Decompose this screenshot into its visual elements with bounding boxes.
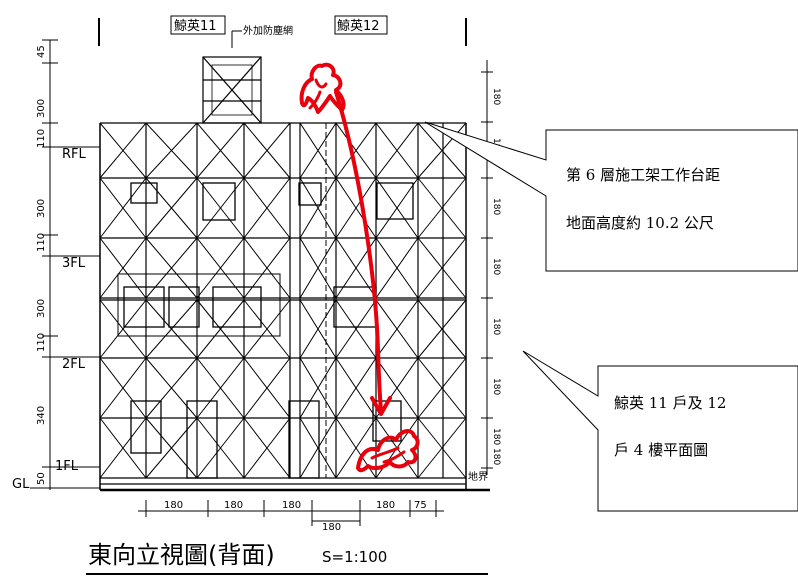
level-labels: RFL 3FL 2FL 1FL GL (12, 147, 87, 492)
level-1fl: 1FL (55, 459, 79, 474)
dim-left-1: 45 (36, 45, 47, 58)
dim-bottom-2: 180 (224, 500, 243, 511)
dim-right-8: 180 (491, 448, 501, 465)
dim-right-5: 180 (491, 318, 501, 335)
dim-left-4: 300 (36, 199, 47, 218)
building-windows (117, 182, 414, 479)
dim-bottom-5: 75 (414, 500, 427, 511)
level-2fl: 2FL (62, 357, 86, 372)
top-labels: 鯨英11 外加防塵網 鯨英12 (98, 15, 467, 48)
dim-left-9: 50 (36, 472, 47, 485)
level-markers (30, 146, 100, 489)
scaffold-grid (99, 122, 467, 490)
drop-line (334, 90, 383, 412)
red-annotation (299, 62, 420, 473)
dim-right-6: 180 (491, 378, 501, 395)
dim-bottom-3: 180 (282, 500, 301, 511)
dim-right-1: 180 (491, 88, 501, 105)
unit-11-label: 鯨英11 (174, 19, 217, 34)
level-rfl: RFL (62, 147, 87, 162)
dim-left-3: 110 (36, 129, 47, 148)
ground-lines (100, 483, 490, 492)
callout-lower-line1: 鯨英 11 戶及 12 (614, 394, 726, 412)
bottom-dimension-labels: 180 180 180 180 75 180 (164, 500, 427, 533)
unit-12-label: 鯨英12 (337, 19, 380, 34)
dust-net-note: 外加防塵網 (243, 24, 293, 37)
dim-bottom-sub: 180 (322, 522, 341, 533)
rooftop-tower (202, 56, 262, 124)
level-gl: GL (12, 477, 30, 492)
title-text: 東向立視圖(背面) (88, 541, 275, 569)
callout-upper: 第 6 層施工架工作台距 地面高度約 10.2 公尺 (424, 121, 798, 272)
dim-right-7: 180 (491, 428, 501, 445)
callout-lower: 鯨英 11 戶及 12 戶 4 樓平面圖 (522, 350, 798, 512)
dim-left-5: 110 (36, 233, 47, 252)
level-3fl: 3FL (62, 256, 86, 271)
lower-figure-mark (356, 429, 420, 473)
dim-bottom-4: 180 (376, 500, 395, 511)
dim-right-4: 180 (491, 258, 501, 275)
callout-lower-line2: 戶 4 樓平面圖 (614, 441, 708, 459)
dim-left-2: 300 (36, 99, 47, 118)
callout-upper-line1: 第 6 層施工架工作台距 (566, 166, 720, 184)
dim-right-3: 180 (491, 198, 501, 215)
dim-left-7: 110 (36, 333, 47, 352)
callout-upper-line2: 地面高度約 10.2 公尺 (566, 214, 714, 232)
right-dimension-chain (481, 60, 493, 475)
dim-left-8: 340 (36, 406, 47, 425)
drawing-title: 東向立視圖(背面) S=1:100 (86, 541, 488, 575)
dim-bottom-1: 180 (164, 500, 183, 511)
scale-text: S=1:100 (322, 548, 387, 566)
boundary-label: 地界 (468, 470, 488, 483)
dim-left-6: 300 (36, 299, 47, 318)
arrow-head (370, 396, 392, 416)
bottom-dimension-chain (138, 500, 444, 526)
left-dimension-labels: 45 300 110 300 110 300 110 340 50 (36, 45, 47, 485)
cross-bracing (99, 122, 467, 479)
